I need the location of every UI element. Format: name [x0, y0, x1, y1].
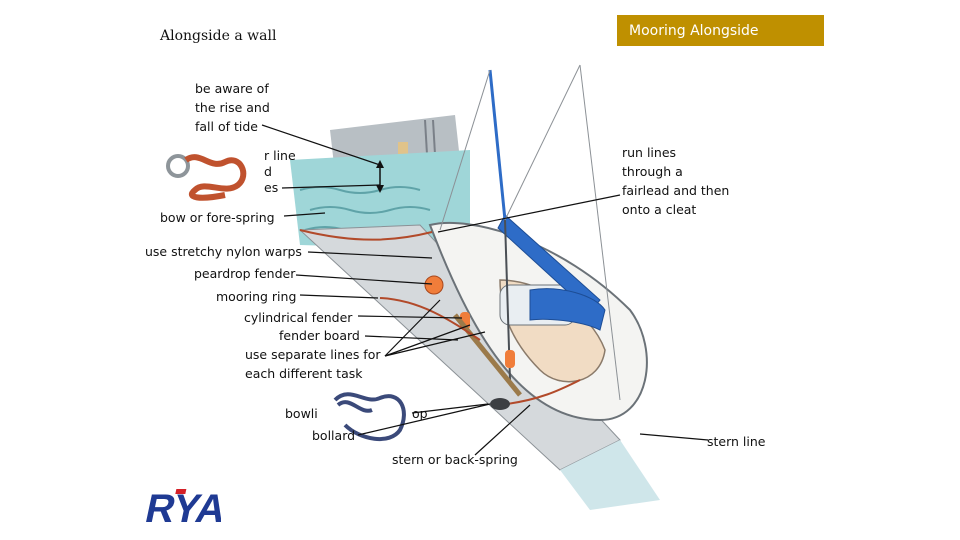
water-lower — [560, 440, 660, 510]
water — [290, 150, 470, 250]
stern-spring-label: stern or back-spring — [392, 452, 518, 467]
slide-subtitle: Alongside a wall — [160, 28, 277, 44]
stern-line-label: stern line — [707, 434, 766, 449]
bow-line — [299, 229, 433, 241]
nylon-warps-label: use stretchy nylon warps — [145, 244, 302, 259]
bowline-loop-icon — [333, 392, 406, 442]
slide-title: Mooring Alongside — [617, 15, 824, 46]
loop-label: op — [412, 406, 428, 421]
bollard-graphic — [490, 398, 510, 410]
bow-line-label: r line — [264, 148, 296, 163]
fender-board-graphic — [453, 313, 522, 397]
cylindrical-fender-label: cylindrical fender — [244, 310, 353, 325]
stern-spring-line — [499, 379, 581, 406]
bow-spring-label: bow or fore-spring — [160, 210, 275, 225]
mooring-ring-label: mooring ring — [216, 289, 297, 304]
wall-post — [398, 142, 408, 162]
peardrop-fender-label: peardrop fender — [194, 266, 296, 281]
spring-line — [379, 297, 481, 341]
peardrop-fender-graphic — [424, 275, 444, 295]
mast-upper — [488, 69, 507, 221]
bollard-label: bollard — [312, 428, 356, 443]
bowline-knot-icon — [166, 154, 247, 201]
bow-line-label-3: es — [264, 180, 279, 195]
rya-logo: RYA — [143, 486, 221, 526]
fender-board-label: fender board — [279, 328, 360, 343]
bow-line-label-2: d — [264, 164, 272, 179]
bowline-label: bowli — [285, 406, 318, 421]
leader-lines — [261, 124, 709, 456]
spray-hood — [529, 288, 606, 331]
